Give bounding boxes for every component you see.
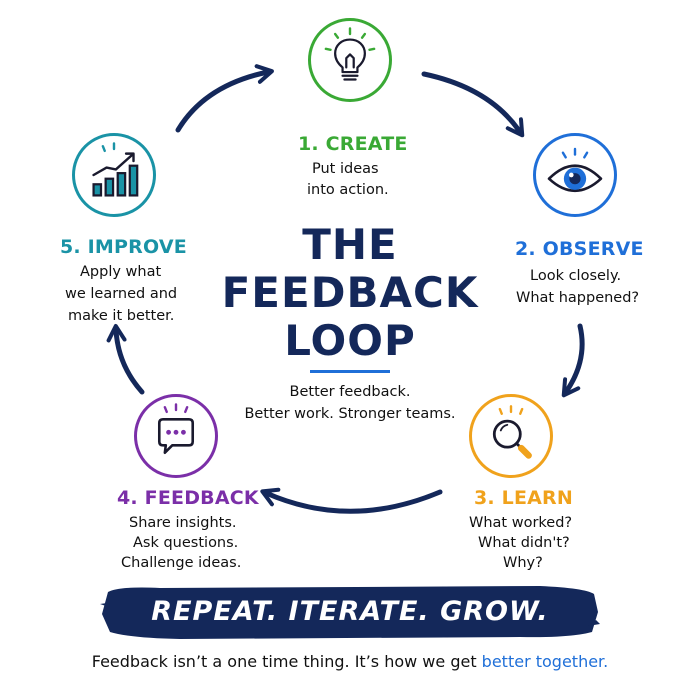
diagram-title-line-2: FEEDBACK (221, 268, 479, 317)
arrow-observe-to-learn (561, 323, 585, 398)
create-desc-line-2: into action. (307, 182, 389, 198)
observe-title: 2. OBSERVE (515, 238, 644, 260)
create-stage-node (308, 18, 392, 102)
footer-highlight: better together. (481, 652, 609, 671)
learn-desc-line-2: What didn't? (478, 535, 570, 551)
lightbulb-icon (324, 27, 376, 81)
learn-desc-line-3: Why? (503, 555, 543, 571)
subtitle-line-2: Better work. Stronger teams. (244, 406, 456, 422)
create-desc-line-1: Put ideas (312, 161, 379, 177)
observe-desc-line-2: What happened? (516, 290, 640, 306)
chat-bubble-icon (157, 403, 195, 455)
diagram-title-line-1: THE (302, 220, 398, 269)
subtitle-line-1: Better feedback. (289, 384, 411, 400)
growth-chart-icon (92, 142, 139, 197)
feedback-desc-line-2: Ask questions. (133, 535, 239, 551)
feedback-title: 4. FEEDBACK (117, 487, 259, 509)
improve-title: 5. IMPROVE (60, 236, 187, 258)
magnifier-icon (492, 405, 532, 459)
arrow-create-to-observe (421, 71, 525, 138)
learn-stage-node (469, 394, 553, 478)
title-underline (310, 370, 390, 373)
arrow-improve-to-create (175, 64, 274, 133)
arrow-feedback-to-improve (106, 324, 145, 395)
feedback-desc-line-1: Share insights. (129, 515, 237, 531)
arrow-learn-to-feedback (260, 487, 443, 514)
observe-stage-node (533, 133, 617, 217)
improve-desc-line-3: make it better. (68, 308, 175, 324)
improve-stage-node (72, 133, 156, 217)
eye-icon (547, 147, 603, 192)
learn-title: 3. LEARN (474, 487, 573, 509)
create-title: 1. CREATE (298, 133, 408, 155)
footer-text: Feedback isn’t a one time thing. It’s ho… (0, 652, 700, 671)
feedback-desc-line-3: Challenge ideas. (121, 555, 242, 571)
footer-main: Feedback isn’t a one time thing. It’s ho… (91, 652, 482, 671)
learn-desc-line-1: What worked? (469, 515, 573, 531)
observe-desc-line-1: Look closely. (530, 268, 622, 284)
diagram-title-line-3: LOOP (284, 316, 416, 365)
brush-stroke-background (100, 586, 600, 639)
feedback-stage-node (134, 394, 218, 478)
repeat-banner: REPEAT. ITERATE. GROW. (100, 582, 600, 642)
improve-desc-line-2: we learned and (65, 286, 178, 302)
banner-text: REPEAT. ITERATE. GROW. (151, 596, 549, 627)
improve-desc-line-1: Apply what (80, 264, 162, 280)
